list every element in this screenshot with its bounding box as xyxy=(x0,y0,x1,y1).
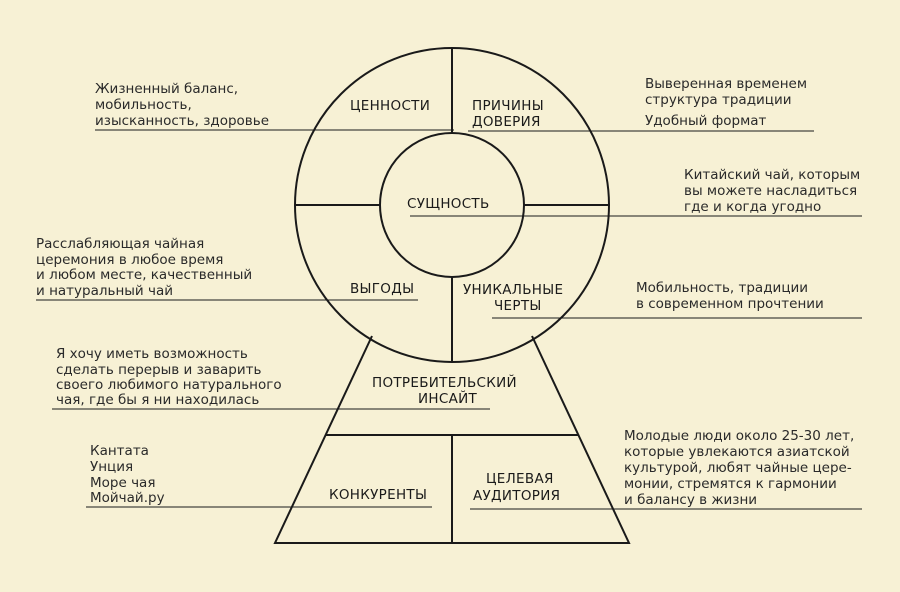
note-values-line3: изысканность, здоровье xyxy=(95,113,269,129)
segment-essence: СУЩНОСТЬ xyxy=(407,196,490,212)
note-unique-line1: Мобильность, традиции xyxy=(636,280,808,296)
note-benefits-line4: и натуральный чай xyxy=(36,283,173,299)
segment-insight-line1: ПОТРЕБИТЕЛЬСКИЙ xyxy=(372,373,517,391)
note-trust-line3: Удобный формат xyxy=(645,113,767,129)
note-competitors-line4: Мойчай.ру xyxy=(90,490,165,506)
segment-unique-line2: ЧЕРТЫ xyxy=(494,298,542,314)
note-insight-line3: своего любимого натурального xyxy=(56,377,282,393)
segment-insight-line2: ИНСАЙТ xyxy=(418,389,478,407)
note-benefits-line1: Расслабляющая чайная xyxy=(36,236,204,252)
note-competitors-line2: Унция xyxy=(90,459,133,475)
note-benefits-line3: и любом месте, качественный xyxy=(36,267,252,283)
note-audience-line3: культурой, любят чайные цере- xyxy=(624,460,852,476)
note-essence-line3: где и когда угодно xyxy=(684,199,821,215)
note-unique-line2: в современном прочтении xyxy=(636,296,824,312)
segment-audience-line1: ЦЕЛЕВАЯ xyxy=(486,471,554,487)
note-competitors-line3: Море чая xyxy=(90,475,155,491)
segment-unique-line1: УНИКАЛЬНЫЕ xyxy=(463,282,563,298)
note-insight-line4: чая, где бы я ни находилась xyxy=(56,392,259,408)
note-values-line2: мобильность, xyxy=(95,97,192,113)
segment-benefits: ВЫГОДЫ xyxy=(350,281,414,297)
segment-trust-line1: ПРИЧИНЫ xyxy=(472,98,544,114)
note-audience-line1: Молодые люди около 25-30 лет, xyxy=(624,428,854,444)
note-insight-line2: сделать перерыв и заварить xyxy=(56,362,262,378)
note-benefits-line2: церемония в любое время xyxy=(36,252,223,268)
note-audience-line2: которые увлекаются азиатской xyxy=(624,444,850,460)
note-trust-line2: структура традиции xyxy=(645,92,792,108)
note-audience-line4: монии, стремятся к гармонии xyxy=(624,476,837,492)
note-essence-line1: Китайский чай, которым xyxy=(684,167,860,183)
note-competitors-line1: Кантата xyxy=(90,443,149,459)
note-insight-line1: Я хочу иметь возможность xyxy=(56,346,248,362)
note-trust-line1: Выверенная временем xyxy=(645,76,807,92)
segment-competitors: КОНКУРЕНТЫ xyxy=(329,487,427,503)
segment-audience-line2: АУДИТОРИЯ xyxy=(473,488,560,504)
note-audience-line5: и балансу в жизни xyxy=(624,492,757,508)
segment-values: ЦЕННОСТИ xyxy=(350,98,430,114)
segment-trust-line2: ДОВЕРИЯ xyxy=(472,114,541,130)
note-essence-line2: вы можете насладиться xyxy=(684,183,857,199)
note-values-line1: Жизненный баланс, xyxy=(95,81,238,97)
